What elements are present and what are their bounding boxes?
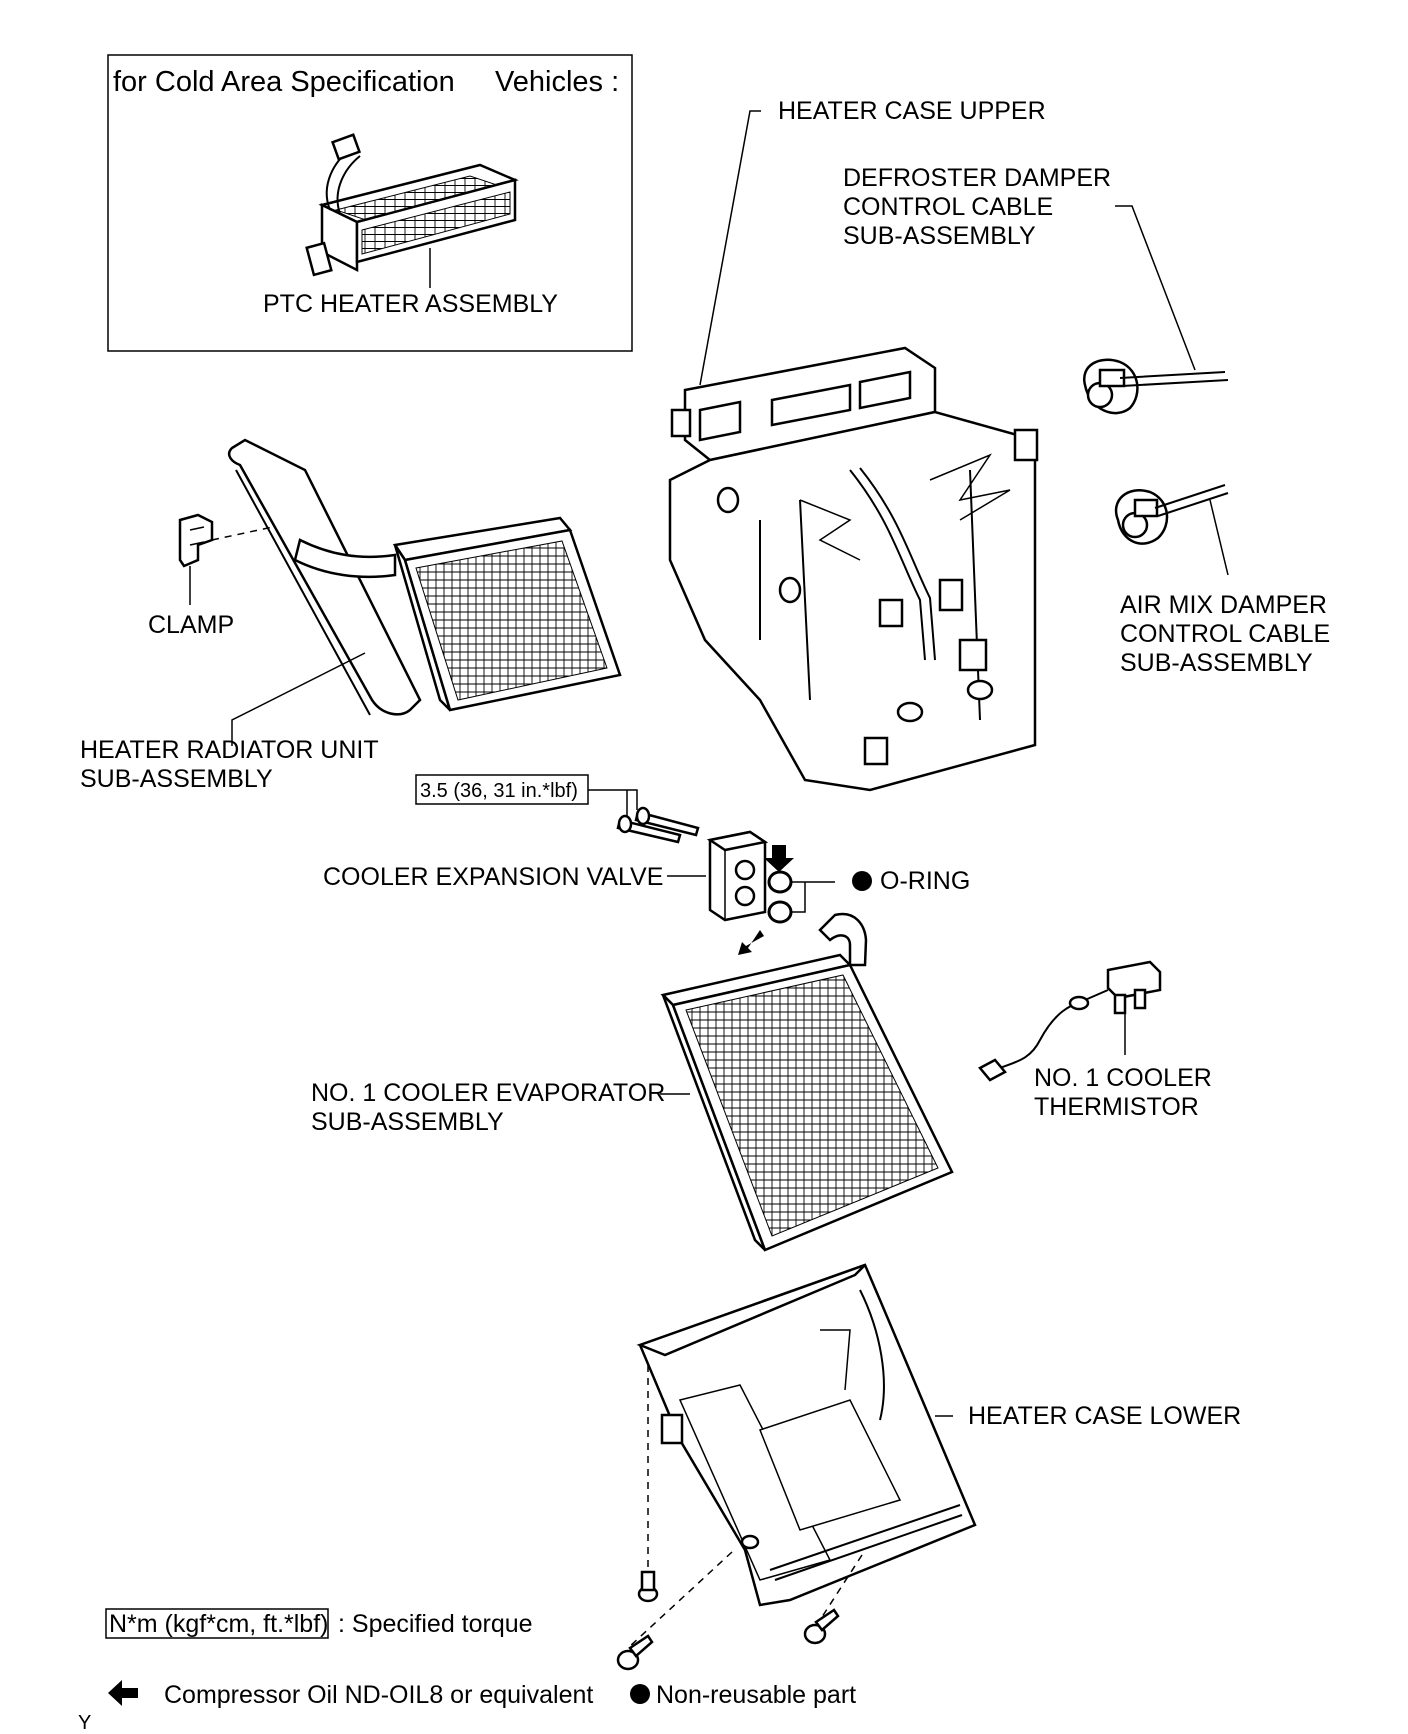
oil-arrow-lower — [738, 930, 764, 955]
o-ring-label: O-RING — [880, 867, 970, 895]
lower-screws — [616, 1365, 863, 1671]
clamp-label: CLAMP — [148, 611, 234, 639]
defroster-cable-label-3: SUB-ASSEMBLY — [843, 222, 1036, 250]
inset-frame — [107, 54, 633, 352]
ptc-heater-drawing — [305, 133, 519, 277]
air-mix-label-1: AIR MIX DAMPER — [1120, 591, 1327, 619]
evaporator-label-1: NO. 1 COOLER EVAPORATOR — [311, 1079, 665, 1107]
legend-oil-arrow-icon — [108, 1680, 138, 1706]
heater-radiator-drawing — [227, 438, 622, 716]
air-mix-label-3: SUB-ASSEMBLY — [1120, 649, 1313, 677]
o-ring-leader — [792, 881, 835, 913]
evaporator-label-2: SUB-ASSEMBLY — [311, 1108, 504, 1136]
legend-torque-unit: N*m (kgf*cm, ft.*lbf) — [109, 1610, 328, 1638]
legend-nonreusable-desc: Non-reusable part — [656, 1681, 856, 1709]
bolts-drawing — [616, 806, 700, 844]
legend-nonreusable-dot-icon — [630, 1684, 650, 1704]
legend-torque-box — [105, 1608, 329, 1639]
air-mix-label-2: CONTROL CABLE — [1120, 620, 1330, 648]
o-ring-nonreusable-dot — [852, 871, 872, 891]
torque-leader — [588, 789, 638, 820]
torque-spec-value: 3.5 (36, 31 in.*lbf) — [420, 780, 578, 802]
heater-case-upper-leader — [699, 110, 761, 386]
heater-case-lower-drawing — [636, 1263, 977, 1607]
air-mix-cable-drawing — [1115, 484, 1229, 545]
expansion-valve-drawing — [706, 830, 769, 922]
heater-radiator-label-2: SUB-ASSEMBLY — [80, 765, 273, 793]
inset-title: for Cold Area Specification Vehicles : — [113, 66, 619, 98]
heater-radiator-label-1: HEATER RADIATOR UNIT — [80, 736, 379, 764]
defroster-cable-label-1: DEFROSTER DAMPER — [843, 164, 1111, 192]
defroster-cable-drawing — [1082, 358, 1229, 415]
legend-torque-desc: : Specified torque — [338, 1610, 533, 1638]
defroster-cable-label-2: CONTROL CABLE — [843, 193, 1053, 221]
evaporator-drawing — [660, 912, 954, 1252]
expansion-valve-label: COOLER EXPANSION VALVE — [323, 863, 663, 891]
o-rings — [767, 870, 793, 924]
heater-case-upper-label: HEATER CASE UPPER — [778, 97, 1046, 125]
oil-arrow-top — [764, 845, 794, 872]
air-mix-cable-leader — [1209, 499, 1229, 576]
clamp-dash — [211, 524, 283, 541]
ptc-heater-label: PTC HEATER ASSEMBLY — [263, 290, 558, 318]
figure-code: Y — [78, 1712, 91, 1734]
torque-spec-box — [415, 774, 589, 805]
heater-case-upper-drawing — [668, 346, 1039, 792]
cold-area-inset: for Cold Area Specification Vehicles : P… — [107, 54, 633, 352]
heater-radiator-leader — [231, 652, 366, 746]
thermistor-label-1: NO. 1 COOLER — [1034, 1064, 1212, 1092]
defroster-cable-leader — [1115, 205, 1196, 371]
legend-oil-desc: Compressor Oil ND-OIL8 or equivalent — [164, 1681, 593, 1709]
thermistor-drawing — [978, 960, 1162, 1082]
clamp-drawing — [178, 513, 214, 568]
thermistor-label-2: THERMISTOR — [1034, 1093, 1199, 1121]
heater-case-lower-label: HEATER CASE LOWER — [968, 1402, 1241, 1430]
